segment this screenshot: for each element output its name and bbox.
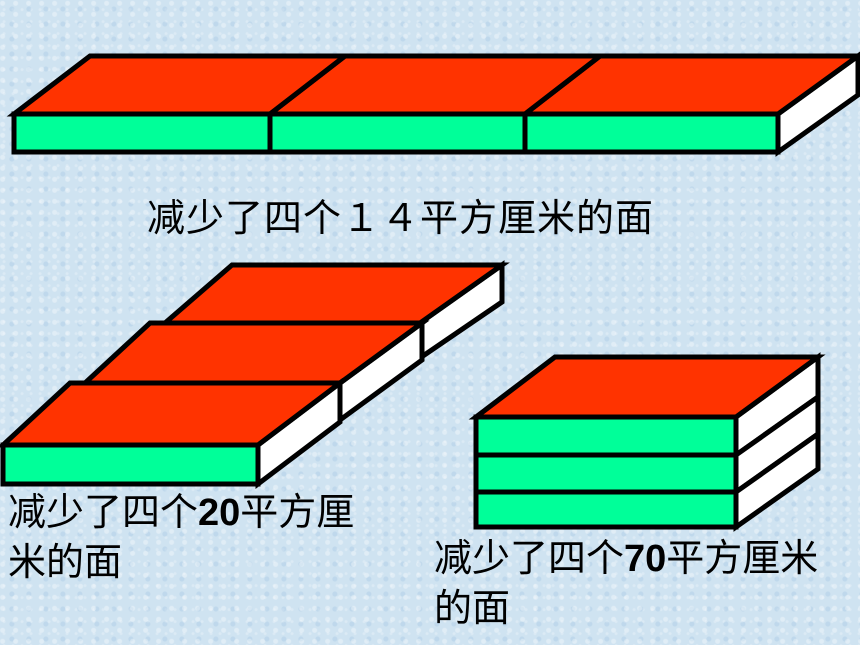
caption-left: 减少了四个20平方厘米的面 [8, 488, 358, 587]
caption-right-number: 70 [624, 538, 667, 580]
stack-front-face-3 [473, 489, 739, 530]
row-front-face-3 [522, 111, 781, 155]
cuboids-front-to-back [0, 260, 510, 490]
caption-right-text-2: 平方厘米的面 [434, 536, 819, 630]
caption-right-text-1: 减少了四个 [434, 536, 625, 580]
caption-right: 减少了四个70平方厘米的面 [434, 534, 844, 633]
caption-left-text-2: 平方厘米的面 [8, 490, 355, 584]
stack-front-face-1 [473, 414, 739, 458]
stack-front-face-2 [473, 452, 739, 495]
cuboids-stacked [468, 352, 826, 532]
cuboids-end-to-end [6, 51, 860, 157]
caption-left-text-1: 减少了四个 [8, 490, 199, 534]
row-front-face-2 [267, 111, 528, 155]
row-front-face-1 [11, 111, 273, 155]
caption-left-number: 20 [198, 492, 241, 534]
caption-top: 减少了四个１４平方厘米的面 [147, 196, 655, 240]
front-cuboid-front-face [0, 442, 261, 487]
